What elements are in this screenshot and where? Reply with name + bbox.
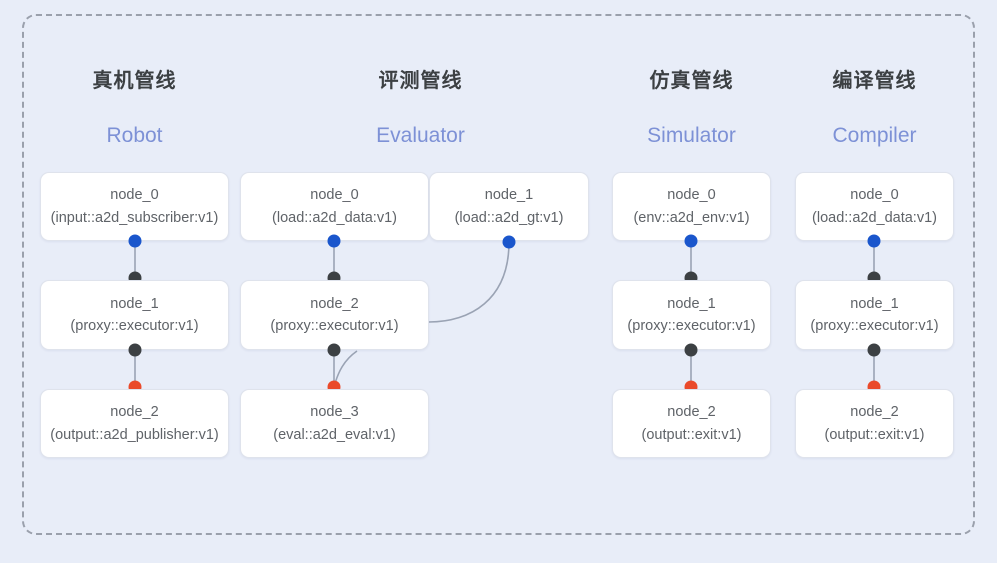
node-spec: (output::exit:v1) — [641, 426, 742, 443]
node-simulator-2[interactable]: node_2 (output::exit:v1) — [612, 389, 771, 458]
node-spec: (output::a2d_publisher:v1) — [50, 426, 219, 443]
port-robot-0-out[interactable] — [128, 234, 142, 248]
node-spec: (load::a2d_data:v1) — [272, 209, 397, 226]
node-label: node_3 — [310, 404, 359, 421]
node-label: node_2 — [667, 404, 716, 421]
node-robot-1[interactable]: node_1 (proxy::executor:v1) — [40, 280, 229, 350]
node-spec: (eval::a2d_eval:v1) — [273, 426, 396, 443]
node-spec: (env::a2d_env:v1) — [633, 209, 750, 226]
node-spec: (load::a2d_gt:v1) — [454, 209, 564, 226]
port-evaluator-1-out[interactable] — [502, 235, 516, 249]
node-compiler-1[interactable]: node_1 (proxy::executor:v1) — [795, 280, 954, 350]
port-evaluator-0-out[interactable] — [327, 234, 341, 248]
node-simulator-0[interactable]: node_0 (env::a2d_env:v1) — [612, 172, 771, 241]
node-compiler-2[interactable]: node_2 (output::exit:v1) — [795, 389, 954, 458]
node-label: node_0 — [110, 187, 159, 204]
node-label: node_0 — [310, 187, 359, 204]
node-evaluator-3[interactable]: node_3 (eval::a2d_eval:v1) — [240, 389, 429, 458]
node-spec: (proxy::executor:v1) — [810, 318, 939, 334]
port-evaluator-2-out[interactable] — [327, 343, 341, 357]
column-subtitle-simulator: Simulator — [647, 124, 736, 147]
column-subtitle-evaluator: Evaluator — [376, 124, 465, 147]
node-label: node_1 — [110, 295, 159, 312]
node-label: node_2 — [110, 404, 159, 421]
node-compiler-0[interactable]: node_0 (load::a2d_data:v1) — [795, 172, 954, 241]
port-simulator-0-out[interactable] — [684, 234, 698, 248]
node-robot-0[interactable]: node_0 (input::a2d_subscriber:v1) — [40, 172, 229, 241]
node-label: node_1 — [850, 295, 899, 312]
node-label: node_1 — [484, 187, 534, 204]
node-robot-2[interactable]: node_2 (output::a2d_publisher:v1) — [40, 389, 229, 458]
column-title-compiler: 编译管线 — [832, 70, 917, 92]
node-label: node_1 — [667, 295, 716, 312]
node-spec: (proxy::executor:v1) — [627, 318, 756, 334]
column-title-robot: 真机管线 — [92, 70, 177, 92]
node-evaluator-2[interactable]: node_2 (proxy::executor:v1) — [240, 280, 429, 350]
node-spec: (proxy::executor:v1) — [270, 318, 399, 334]
node-spec: (output::exit:v1) — [824, 426, 925, 443]
node-spec: (input::a2d_subscriber:v1) — [50, 209, 219, 226]
node-label: node_0 — [850, 187, 899, 204]
column-title-evaluator: 评测管线 — [378, 70, 463, 92]
column-subtitle-compiler: Compiler — [832, 124, 917, 147]
node-label: node_2 — [310, 295, 359, 312]
node-spec: (proxy::executor:v1) — [70, 318, 199, 334]
node-spec: (load::a2d_data:v1) — [812, 209, 937, 226]
node-evaluator-0[interactable]: node_0 (load::a2d_data:v1) — [240, 172, 429, 241]
port-compiler-1-out[interactable] — [867, 343, 881, 357]
node-evaluator-1[interactable]: node_1 (load::a2d_gt:v1) — [429, 172, 589, 241]
node-simulator-1[interactable]: node_1 (proxy::executor:v1) — [612, 280, 771, 350]
diagram-dashed-frame — [22, 14, 975, 535]
port-robot-1-out[interactable] — [128, 343, 142, 357]
node-label: node_2 — [850, 404, 899, 421]
column-title-simulator: 仿真管线 — [649, 70, 734, 92]
port-simulator-1-out[interactable] — [684, 343, 698, 357]
port-compiler-0-out[interactable] — [867, 234, 881, 248]
node-label: node_0 — [667, 187, 716, 204]
column-subtitle-robot: Robot — [106, 124, 163, 147]
